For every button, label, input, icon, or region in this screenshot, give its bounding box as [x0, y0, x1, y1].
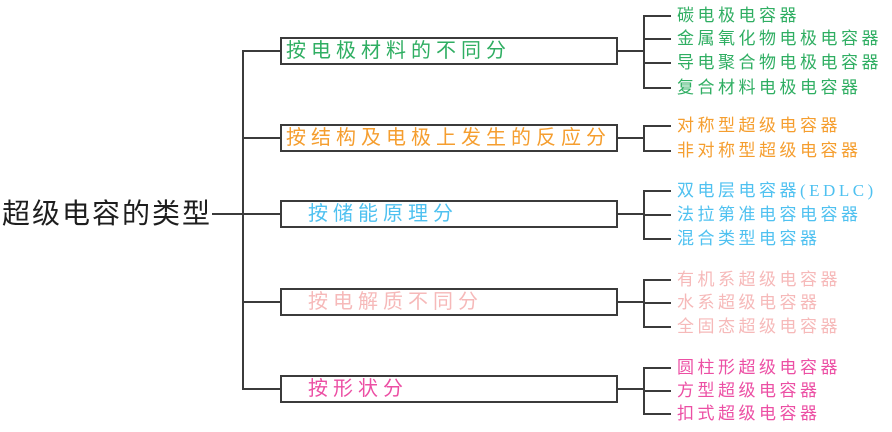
category-label: 按结构及电极上发生的反应分	[286, 127, 611, 149]
leaf-stub-line	[643, 125, 671, 127]
branch-line-3	[242, 213, 280, 215]
category-label: 按电解质不同分	[308, 291, 483, 313]
category-box-shape: 按形状分	[280, 375, 618, 403]
leaf-label: 有机系超级电容器	[677, 270, 841, 289]
category-label: 按储能原理分	[308, 203, 458, 225]
branch-line-4	[242, 301, 280, 303]
leaf-stub-line	[643, 62, 671, 64]
leaf-stub-line	[643, 87, 671, 89]
leaf-stub-line	[643, 150, 671, 152]
leaf-stub-line	[643, 390, 671, 392]
leaf-stub-line	[643, 367, 671, 369]
category-box-structure-reaction: 按结构及电极上发生的反应分	[280, 124, 618, 152]
branch-line-5	[242, 388, 280, 390]
leaf-label: 对称型超级电容器	[677, 116, 841, 135]
leaf-label: 双电层电容器(EDLC)	[677, 181, 877, 200]
box-bracket-connector-4	[616, 301, 645, 303]
leaf-stub-line	[643, 279, 671, 281]
category-label: 按电极材料的不同分	[286, 40, 511, 62]
leaf-label: 圆柱形超级电容器	[677, 358, 841, 377]
leaf-stub-line	[643, 238, 671, 240]
leaf-label: 扣式超级电容器	[677, 404, 821, 423]
leaf-label: 法拉第准电容电容器	[677, 205, 862, 224]
category-label: 按形状分	[308, 378, 408, 400]
leaf-label: 水系超级电容器	[677, 293, 821, 312]
box-bracket-connector-2	[616, 137, 645, 139]
leaf-stub-line	[643, 190, 671, 192]
leaf-label: 非对称型超级电容器	[677, 141, 862, 160]
box-bracket-connector-1	[616, 50, 645, 52]
leaf-stub-line	[643, 38, 671, 40]
tree-spine-line	[242, 50, 244, 390]
bracket-line-1	[643, 15, 645, 89]
leaf-label: 混合类型电容器	[677, 229, 821, 248]
leaf-label: 全固态超级电容器	[677, 317, 841, 336]
leaf-stub-line	[643, 326, 671, 328]
leaf-stub-line	[643, 15, 671, 17]
bracket-line-2	[643, 125, 645, 152]
leaf-label: 金属氧化物电极电容器	[677, 29, 882, 48]
leaf-stub-line	[643, 302, 671, 304]
branch-line-2	[242, 137, 280, 139]
leaf-label: 方型超级电容器	[677, 381, 821, 400]
leaf-label: 碳电极电容器	[677, 6, 800, 25]
category-box-electrode-material: 按电极材料的不同分	[280, 37, 618, 65]
box-bracket-connector-3	[616, 213, 645, 215]
leaf-stub-line	[643, 413, 671, 415]
branch-line-1	[242, 50, 280, 52]
leaf-label: 复合材料电极电容器	[677, 78, 862, 97]
root-label: 超级电容的类型	[2, 199, 213, 230]
box-bracket-connector-5	[616, 388, 645, 390]
leaf-label: 导电聚合物电极电容器	[677, 53, 882, 72]
leaf-stub-line	[643, 214, 671, 216]
category-box-energy-storage: 按储能原理分	[280, 200, 618, 228]
category-box-electrolyte: 按电解质不同分	[280, 288, 618, 316]
